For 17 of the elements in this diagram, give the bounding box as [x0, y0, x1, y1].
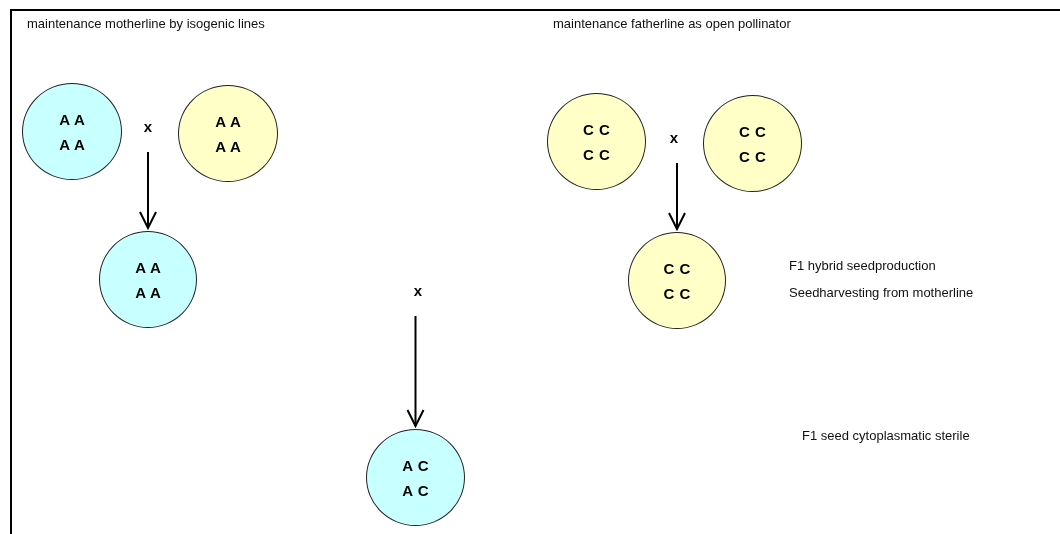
arrow	[406, 315, 425, 427]
genotype-label: C C C C	[582, 119, 611, 165]
annotation-text: F1 hybrid seedproduction Seedharvesting from motherline	[789, 257, 975, 302]
genotype-label: A A A A	[134, 257, 162, 303]
cross-symbol: x	[413, 281, 423, 299]
arrow	[139, 151, 157, 229]
annotation-text: F1 seed cytoplasmatic sterile	[802, 427, 971, 445]
annotation-text: maintenance fatherline as open pollinator	[553, 15, 792, 33]
arrow	[668, 162, 686, 230]
cross-symbol: x	[143, 117, 153, 135]
genotype-label: A A A A	[58, 109, 86, 155]
genotype-label: C C C C	[662, 258, 692, 304]
genotype-label: C C C C	[738, 121, 767, 167]
annotation-text: maintenance motherline by isogenic lines	[27, 15, 266, 33]
cross-symbol: x	[669, 128, 679, 146]
genotype-label: A C A C	[401, 455, 430, 501]
genotype-label: A A A A	[214, 111, 242, 157]
